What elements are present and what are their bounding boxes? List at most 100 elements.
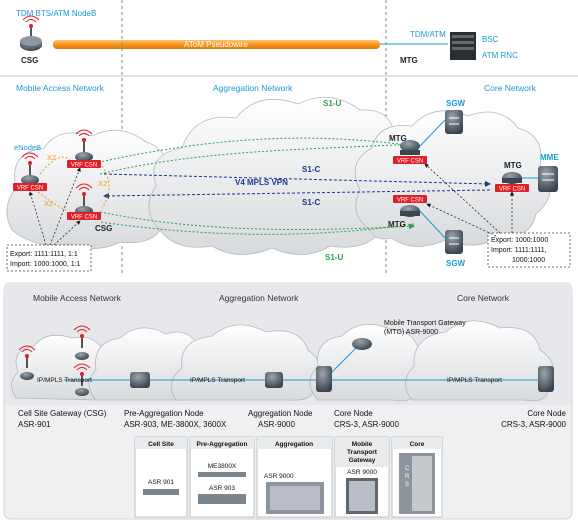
- export-right-line1: Export: 1000:1000: [491, 237, 548, 244]
- v4-mpls-vpn-label: V4 MPLS VPN: [235, 178, 288, 187]
- mme-router: [538, 166, 558, 192]
- x2-label-2: X2: [98, 179, 107, 188]
- atm-rnc-label: ATM RNC: [482, 51, 518, 60]
- enodeb-router-bottom: VRF CSN: [67, 183, 101, 221]
- product-title: Core: [410, 441, 425, 448]
- product-title-line: Gateway: [349, 457, 376, 464]
- s1c-label-1: S1-C: [302, 165, 320, 174]
- product-item: ASR 9000: [264, 473, 294, 480]
- mtg-router-bottom: VRF CSN: [393, 195, 427, 217]
- lower-mtg-title-2: (MTG) ASR-9000: [384, 329, 438, 336]
- mtg-router-right: VRF CSN: [495, 172, 529, 193]
- crs-letter-c: C: [405, 466, 410, 472]
- pseudowire-label: AToM Pseudowire: [184, 40, 248, 49]
- lower-core-mid-caption-2: CRS-3, ASR-9000: [334, 420, 399, 429]
- product-title: Cell Site: [148, 441, 174, 448]
- upper-core-title: Core Network: [484, 83, 537, 93]
- lower-csg-router: [75, 352, 89, 360]
- sgw-label-top: SGW: [446, 99, 466, 108]
- lower-agg-caption-2: ASR-9000: [258, 420, 295, 429]
- lower-core-title: Core Network: [457, 293, 510, 303]
- atom-pseudowire: [53, 40, 380, 49]
- crs-letter-s: S: [405, 482, 409, 488]
- bsc-label: BSC: [482, 35, 499, 44]
- lower-mtg-router: [352, 338, 372, 350]
- lower-core-mid-caption-1: Core Node: [334, 409, 373, 418]
- s1c-label-2: S1-C: [302, 198, 320, 207]
- product-item: ASR 903: [209, 485, 235, 492]
- csg-top-router: [20, 15, 42, 51]
- lower-core-right-caption-2: CRS-3, ASR-9000: [501, 420, 566, 429]
- asr903-device-icon: [198, 494, 246, 504]
- tdm-atm-label: TDM/ATM: [410, 30, 446, 39]
- lower-mobile-access-title: Mobile Access Network: [33, 293, 122, 303]
- product-title-line: Mobile: [352, 441, 373, 448]
- mtg-upper-label-bottom: MTG: [388, 220, 406, 229]
- export-left-line1: Export: 1111:1111, 1:1: [10, 251, 78, 258]
- export-right-line3: 1000:1000: [512, 257, 545, 264]
- vrf-csn-badge: VRF CSN: [397, 198, 423, 204]
- tdm-bts-label: TDM BTS/ATM NodeB: [16, 9, 96, 18]
- lower-csg-router: [20, 372, 34, 380]
- mme-label: MME: [540, 153, 559, 162]
- lower-preagg-router: [130, 372, 150, 388]
- product-card-core: Core C R S: [391, 436, 443, 518]
- me3800x-device-icon: [198, 472, 246, 477]
- upper-aggregation-title: Aggregation Network: [213, 83, 293, 93]
- lower-agg-router: [265, 372, 283, 388]
- lower-aggregation-title: Aggregation Network: [219, 293, 299, 303]
- lower-agg-caption-1: Aggregation Node: [248, 409, 313, 418]
- lower-ipmpls-3: IP/MPLS Transport: [447, 377, 502, 384]
- enodeb-router-left: VRF CSN: [13, 152, 47, 192]
- mtg-upper-label-right: MTG: [504, 161, 522, 170]
- sgw-label-bottom: SGW: [446, 259, 466, 268]
- enodeb-router-top: VRF CSN: [67, 129, 101, 169]
- access-cloud: [6, 129, 176, 249]
- lower-mtg-title-1: Mobile Transport Gateway: [384, 320, 466, 327]
- upper-section: Mobile Access Network Aggregation Networ…: [6, 83, 571, 272]
- vrf-csn-badge: VRF CSN: [499, 187, 525, 193]
- csg-upper-label: CSG: [95, 224, 112, 233]
- lower-core-router-right: [538, 366, 554, 392]
- lower-ipmpls-1: IP/MPLS Transport: [37, 377, 92, 384]
- asr901-device-icon: [143, 489, 179, 495]
- product-title-line: Transport: [347, 449, 378, 456]
- vrf-csn-badge: VRF CSN: [17, 186, 43, 192]
- crs-letter-r: R: [405, 474, 410, 480]
- mtg-top-label: MTG: [400, 56, 418, 65]
- export-right-line2: Import: 1111:1111,: [491, 247, 547, 254]
- s1u-label-top: S1-U: [323, 99, 341, 108]
- lower-csg-caption-2: ASR-901: [18, 420, 51, 429]
- product-card-aggregation: Aggregation ASR 9000: [256, 436, 333, 518]
- lower-preagg-caption-2: ASR-903, ME-3800X, 3600X: [124, 420, 227, 429]
- lower-csg-router: [75, 388, 89, 396]
- export-import-box-left: [6, 244, 92, 272]
- x2-label-3: X2: [44, 199, 53, 208]
- lower-preagg-caption-1: Pre-Aggregation Node: [124, 409, 204, 418]
- upper-mobile-access-title: Mobile Access Network: [16, 83, 105, 93]
- product-item: ME3800X: [208, 463, 237, 470]
- vrf-csn-badge: VRF CSN: [71, 163, 97, 169]
- bsc-server-icon: [450, 32, 476, 60]
- sgw-router-top: [445, 110, 463, 134]
- s1u-label-bottom: S1-U: [325, 253, 343, 262]
- csg-top-label: CSG: [21, 56, 38, 65]
- x2-label-1: X2: [47, 153, 56, 162]
- sgw-router-bottom: [445, 230, 463, 254]
- top-section: TDM BTS/ATM NodeB CSG AToM Pseudowire TD…: [16, 9, 518, 65]
- product-title: Pre-Aggregation: [197, 441, 248, 448]
- lower-core-router: [316, 366, 332, 392]
- vrf-csn-badge: VRF CSN: [71, 215, 97, 221]
- product-card-cell-site: Cell Site ASR 901: [134, 436, 188, 518]
- vrf-csn-badge: VRF CSN: [397, 159, 423, 165]
- export-import-box-right: [487, 232, 571, 268]
- lower-core-right-caption-1: Core Node: [527, 409, 566, 418]
- product-card-pre-aggregation: Pre-Aggregation ME3800X ASR 903: [189, 436, 255, 518]
- product-title: Aggregation: [275, 441, 313, 448]
- mtg-upper-label-top: MTG: [389, 134, 407, 143]
- product-item: ASR 901: [148, 479, 174, 486]
- lower-ipmpls-2: IP/MPLS Transport: [190, 377, 245, 384]
- lower-section: Mobile Access Network Aggregation Networ…: [3, 282, 573, 520]
